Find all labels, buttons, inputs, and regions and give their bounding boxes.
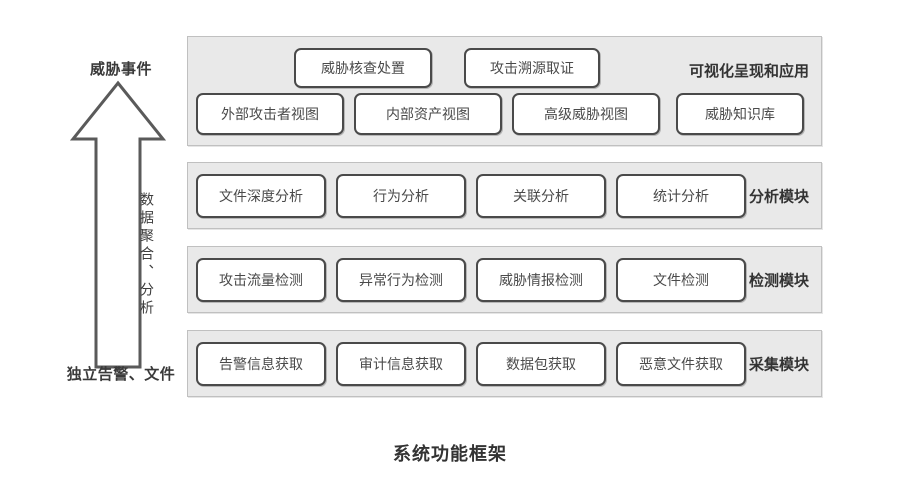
node-behavior-analysis[interactable]: 行为分析 bbox=[336, 174, 466, 218]
node-audit-information-acquisition[interactable]: 审计信息获取 bbox=[336, 342, 466, 386]
node-malicious-file-acquisition[interactable]: 恶意文件获取 bbox=[616, 342, 746, 386]
node-statistical-analysis[interactable]: 统计分析 bbox=[616, 174, 746, 218]
band-title-detection: 检测模块 bbox=[748, 272, 809, 289]
node-external-attacker-view[interactable]: 外部攻击者视图 bbox=[196, 93, 344, 135]
node-packet-acquisition[interactable]: 数据包获取 bbox=[476, 342, 606, 386]
threat-event-label: 威胁事件 bbox=[89, 61, 152, 78]
diagram-caption: 系统功能框架 bbox=[393, 444, 507, 464]
band-title-visualization: 可视化呈现和应用 bbox=[688, 63, 809, 80]
band-title-analysis: 分析模块 bbox=[748, 188, 809, 205]
data-aggregation-analysis-label: 数据聚合、分析 bbox=[139, 192, 155, 318]
node-file-deep-analysis[interactable]: 文件深度分析 bbox=[196, 174, 326, 218]
up-arrow-icon bbox=[70, 80, 167, 369]
node-threat-intelligence-detection[interactable]: 威胁情报检测 bbox=[476, 258, 606, 302]
band-visualization: 可视化呈现和应用 威胁核查处置 攻击溯源取证 外部攻击者视图 内部资产视图 高级… bbox=[187, 36, 822, 146]
node-internal-asset-view[interactable]: 内部资产视图 bbox=[354, 93, 502, 135]
node-threat-verification-disposal[interactable]: 威胁核查处置 bbox=[294, 48, 432, 88]
node-attack-traffic-detection[interactable]: 攻击流量检测 bbox=[196, 258, 326, 302]
independent-alarm-file-label: 独立告警、文件 bbox=[66, 366, 176, 383]
node-threat-knowledge-base[interactable]: 威胁知识库 bbox=[676, 93, 804, 135]
band-collection: 采集模块 告警信息获取 审计信息获取 数据包获取 恶意文件获取 bbox=[187, 330, 822, 397]
node-advanced-threat-view[interactable]: 高级威胁视图 bbox=[512, 93, 660, 135]
band-detection: 检测模块 攻击流量检测 异常行为检测 威胁情报检测 文件检测 bbox=[187, 246, 822, 313]
node-file-detection[interactable]: 文件检测 bbox=[616, 258, 746, 302]
node-abnormal-behavior-detection[interactable]: 异常行为检测 bbox=[336, 258, 466, 302]
node-correlation-analysis[interactable]: 关联分析 bbox=[476, 174, 606, 218]
band-analysis: 分析模块 文件深度分析 行为分析 关联分析 统计分析 bbox=[187, 162, 822, 229]
node-alarm-information-acquisition[interactable]: 告警信息获取 bbox=[196, 342, 326, 386]
node-attack-traceability-forensics[interactable]: 攻击溯源取证 bbox=[464, 48, 600, 88]
band-title-collection: 采集模块 bbox=[748, 356, 809, 373]
